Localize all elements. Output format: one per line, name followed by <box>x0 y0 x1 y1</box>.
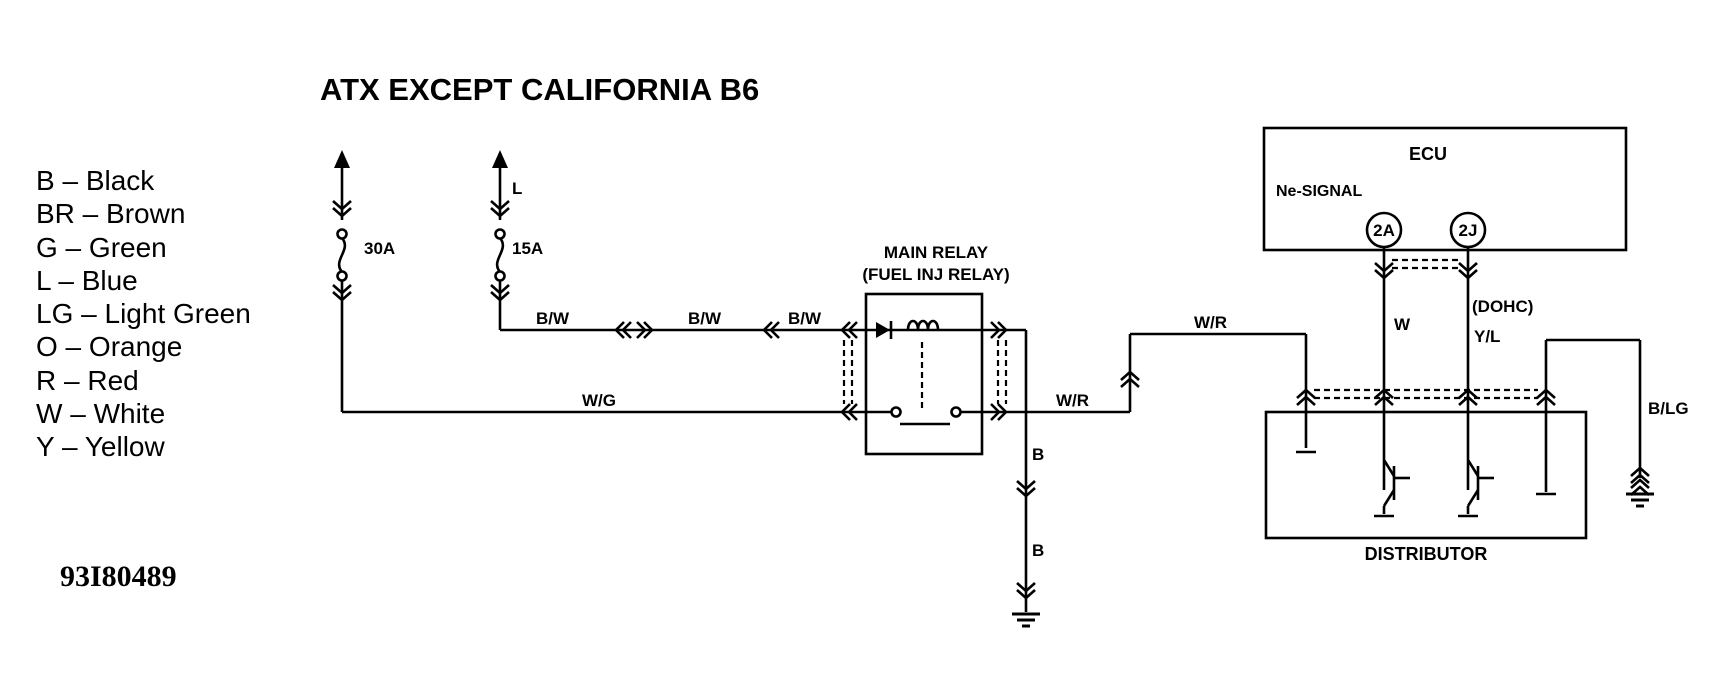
legend-color: Light Green <box>104 298 251 330</box>
relay-subtitle: (FUEL INJ RELAY) <box>862 265 1009 284</box>
fuse-15a-branch <box>489 150 856 332</box>
legend-row: G – Green <box>36 231 167 263</box>
legend-color: Brown <box>106 198 186 230</box>
legend-row: O – Orange <box>36 331 183 363</box>
legend-code: L <box>36 264 51 296</box>
legend-code: LG <box>36 298 74 330</box>
legend-color: White <box>93 398 166 430</box>
wire-label-b: B <box>1032 541 1044 560</box>
legend-code: G <box>36 231 58 263</box>
legend-code: BR <box>36 198 75 230</box>
fuse-30a-branch <box>331 150 856 414</box>
wire-label-bw: B/W <box>536 309 570 328</box>
figure-code: 93I80489 <box>60 560 177 593</box>
legend-row: R – Red <box>36 364 139 396</box>
distributor-block <box>1264 410 1588 540</box>
fuse-15a-label: 15A <box>512 239 543 258</box>
wire-label-bw: B/W <box>688 309 722 328</box>
legend-color: Yellow <box>84 431 165 463</box>
legend-row: B – Black <box>36 165 155 196</box>
legend-code: B <box>36 165 55 196</box>
legend-color: Black <box>85 165 155 196</box>
legend-row: L – Blue <box>36 264 138 296</box>
wire-label-blg: B/LG <box>1648 399 1689 418</box>
ground-wire-b <box>1010 330 1042 628</box>
legend-code: R <box>36 364 57 396</box>
wire-label-dohc: (DOHC) <box>1472 297 1533 316</box>
legend-row: BR – Brown <box>36 198 186 230</box>
wire-label-wr: W/R <box>1194 313 1227 332</box>
ecu-block <box>1262 126 1628 252</box>
wire-label-b: B <box>1032 445 1044 464</box>
legend-code: O <box>36 331 58 363</box>
relay-title: MAIN RELAY <box>884 243 989 262</box>
legend-color: Green <box>88 231 167 263</box>
legend-code: Y <box>36 431 55 463</box>
color-legend: B – Black BR – Brown G – Green L – Blue … <box>36 164 251 464</box>
wire-label-yl: Y/L <box>1474 327 1500 346</box>
wire-label-w: W <box>1394 315 1411 334</box>
diagram-title: ATX EXCEPT CALIFORNIA B6 <box>320 72 760 107</box>
ecu-label: ECU <box>1409 144 1447 164</box>
ne-signal-label: Ne-SIGNAL <box>1276 183 1362 200</box>
legend-color: Red <box>87 364 139 396</box>
pin-2a-label: 2A <box>1373 221 1395 240</box>
wire-label-wr: W/R <box>1056 391 1089 410</box>
fuse-l-label: L <box>512 179 522 198</box>
main-relay <box>842 292 1130 456</box>
wire-label-bw: B/W <box>788 309 822 328</box>
legend-color: Blue <box>81 264 138 296</box>
wire-label-wg: W/G <box>582 391 616 410</box>
legend-code: W <box>36 398 63 430</box>
fuse-30a-label: 30A <box>364 239 395 258</box>
legend-row: W – White <box>36 398 166 430</box>
legend-row: Y – Yellow <box>36 431 165 463</box>
legend-color: Orange <box>88 331 183 363</box>
pin-2j-label: 2J <box>1459 221 1478 240</box>
distributor-label: DISTRIBUTOR <box>1365 544 1488 564</box>
legend-row: LG – Light Green <box>36 298 251 330</box>
